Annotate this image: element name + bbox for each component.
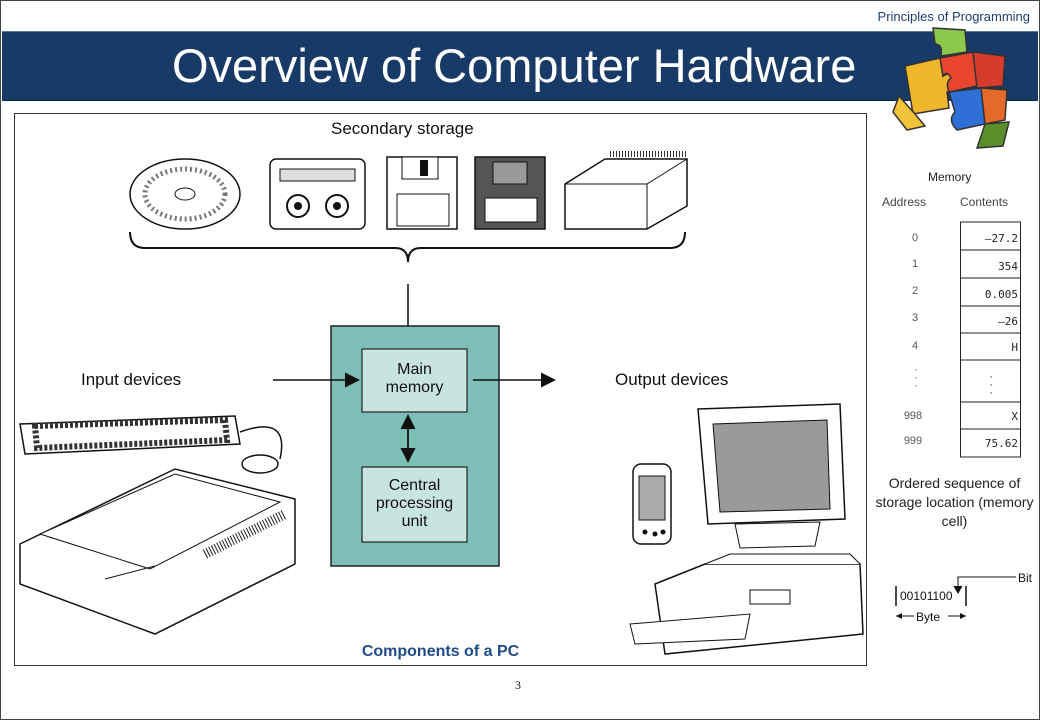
address-value: 998 [903,410,923,422]
tape-cassette-icon [269,158,366,230]
memory-title: Memory [928,170,972,184]
memory-cell: H [1011,341,1018,354]
address-value: 2 [911,285,919,297]
svg-text:·: · [914,365,918,376]
page-number: 3 [515,678,521,692]
components-figure: Secondary storage Input devices Output d… [14,113,867,666]
memory-cell: —26 [998,315,1018,328]
floppy-disk-dark-icon [474,156,546,230]
external-drive-icon [564,151,688,230]
byte-bits: 00101100 [900,589,953,603]
cpu-label: Central processing unit [375,477,454,530]
keyboard-icon [19,415,283,474]
hardware-diagram [19,151,864,655]
svg-text:·: · [989,377,993,391]
secondary-storage-label: Secondary storage [331,119,474,138]
address-value: 999 [903,435,923,447]
figure-caption: Components of a PC [361,643,520,660]
memory-cell: 354 [998,260,1018,273]
memory-cell: —27.2 [984,232,1018,245]
memory-cell: 75.62 [984,437,1018,450]
cd-disc-icon [129,158,241,230]
course-name: Principles of Programming [877,9,1030,24]
puzzle-logo-icon [892,27,1010,149]
printer-icon [629,553,864,655]
slide-title: Overview of Computer Hardware [172,39,857,92]
contents-header: Contents [960,195,1009,209]
address-header: Address [882,195,927,209]
cpu-box [361,466,468,543]
svg-text:·: · [914,370,918,384]
address-ellipsis: · · · [914,365,918,392]
monitor-icon [697,403,846,549]
main-memory-box [361,348,468,413]
bit-label: Bit [1018,571,1033,585]
output-devices-label: Output devices [615,370,729,389]
address-value: 4 [911,340,919,352]
storage-brace [129,231,686,263]
memory-description: Ordered sequence of storage location (me… [875,475,1034,529]
svg-text:·: · [989,385,993,399]
memory-cell: X [1011,410,1018,423]
memory-cells: · · · [960,221,1021,458]
floppy-disk-icon [386,156,458,230]
address-value: 3 [911,312,919,324]
memory-cell: 0.005 [984,288,1018,301]
input-devices-label: Input devices [81,370,182,389]
main-memory-label: Main memory [385,361,444,396]
byte-label: Byte [916,610,941,624]
svg-text:·: · [914,378,918,392]
byte-bit-diagram [895,576,1016,619]
address-value: 1 [911,258,919,270]
title-banner [2,31,1038,101]
scanner-icon [19,468,296,635]
address-value: 0 [911,232,919,244]
pda-icon [632,463,672,545]
svg-text:·: · [989,369,993,383]
